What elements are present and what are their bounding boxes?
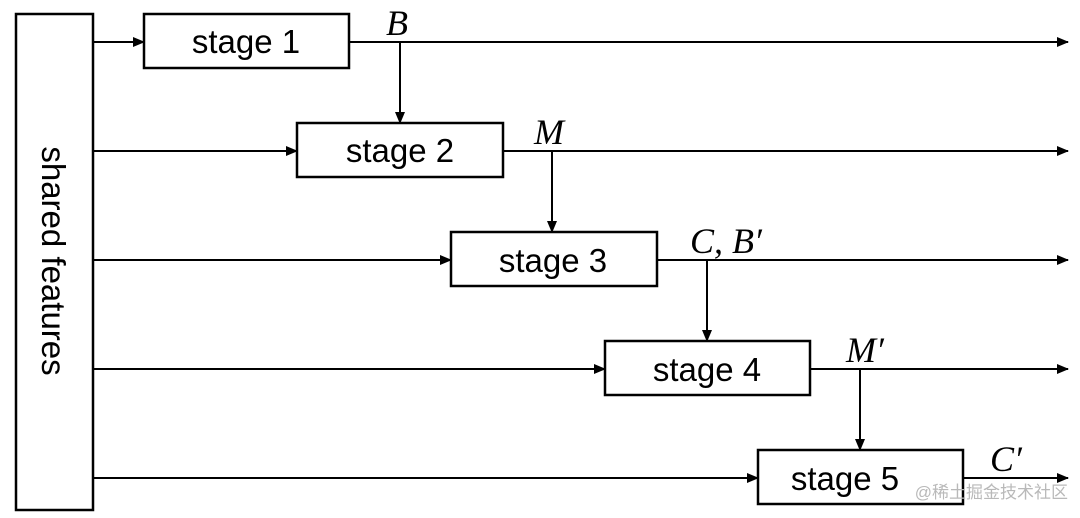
stage-3-box xyxy=(449,230,659,288)
stage-5-box xyxy=(756,448,965,506)
stage-2-box xyxy=(295,121,505,179)
stage-1-label: stage 1 xyxy=(192,23,300,60)
stage-5-output: C′ xyxy=(990,439,1023,479)
watermark: @稀土掘金技术社区 xyxy=(915,483,1068,502)
stage-3-label: stage 3 xyxy=(499,242,607,279)
stage-1-output: B xyxy=(386,3,408,43)
stage-2-output: M xyxy=(533,112,566,152)
stage-4-label: stage 4 xyxy=(653,351,761,388)
stage-1-box xyxy=(142,12,351,70)
stage-5-label: stage 5 xyxy=(791,460,899,497)
stage-3-output: C, B′ xyxy=(690,221,763,261)
stage-4-output: M′ xyxy=(845,330,885,370)
stage-2-label: stage 2 xyxy=(346,132,454,169)
shared-features-box xyxy=(14,12,95,512)
shared-features-label: shared features xyxy=(35,146,72,375)
stage-4-box xyxy=(603,339,812,397)
